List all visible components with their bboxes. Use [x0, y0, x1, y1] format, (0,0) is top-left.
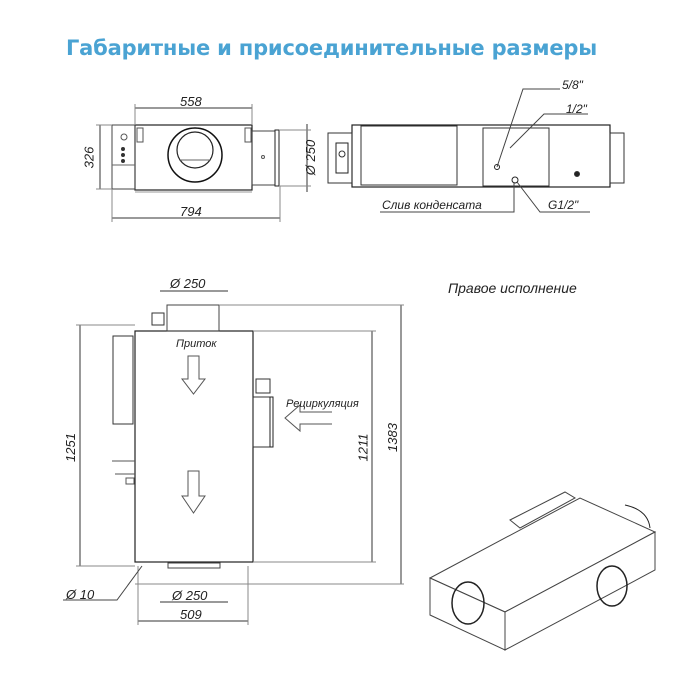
variant-label: Правое исполнение	[448, 280, 577, 296]
dim-1211: 1211	[355, 433, 371, 462]
isometric-view	[428, 491, 657, 651]
dim-509: 509	[180, 607, 202, 622]
side-view	[327, 88, 625, 213]
dim-326: 326	[81, 146, 97, 169]
top-view	[63, 290, 404, 625]
dim-top-duct-250: Ø 250	[170, 276, 206, 291]
dim-front-duct-250: Ø 250	[303, 139, 319, 176]
dim-1383: 1383	[384, 423, 400, 452]
dim-bottom-duct-250: Ø 250	[172, 588, 208, 603]
drain-thread-label: G1/2"	[548, 198, 579, 212]
dim-558: 558	[180, 94, 202, 109]
pipe-5-8-label: 5/8"	[562, 78, 583, 92]
dim-hole-10: Ø 10	[66, 587, 95, 602]
dim-1251: 1251	[62, 433, 78, 462]
pipe-1-2-label: 1/2"	[566, 102, 587, 116]
page-title: Габаритные и присоединительные размеры	[66, 36, 598, 60]
condensate-drain-label: Слив конденсата	[382, 198, 482, 212]
dim-794: 794	[180, 204, 202, 219]
recirculation-label: Рециркуляция	[286, 398, 359, 410]
supply-label: Приток	[176, 338, 217, 350]
front-view	[96, 104, 311, 222]
